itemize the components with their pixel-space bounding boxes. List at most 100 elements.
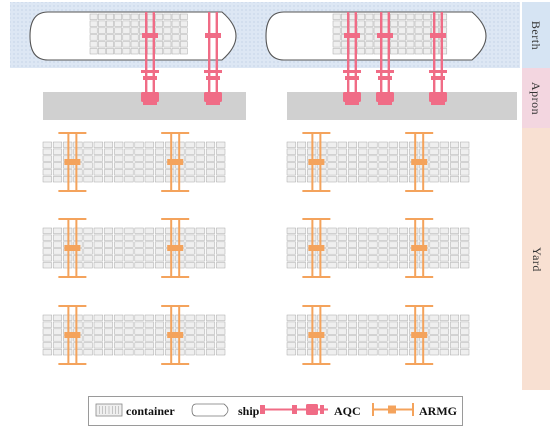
container-slot: [185, 234, 195, 241]
container-slot: [406, 13, 415, 20]
container-slot: [398, 148, 409, 155]
container-slot: [286, 241, 296, 248]
container-slot: [378, 176, 388, 183]
container-slot: [398, 20, 407, 27]
container-slot: [144, 328, 154, 335]
container-slot: [106, 27, 114, 34]
container-slot: [195, 162, 205, 169]
container-slot: [216, 335, 226, 342]
container-slot: [195, 241, 205, 248]
container-slot: [429, 262, 439, 269]
container-slot: [205, 155, 216, 162]
container-slot: [388, 314, 398, 321]
container-slot: [368, 349, 378, 356]
container-slot: [327, 176, 337, 183]
container-slot: [93, 241, 103, 248]
container-slot: [73, 227, 83, 234]
container-slot: [165, 262, 175, 269]
container-slot: [296, 169, 307, 176]
container-slot: [460, 349, 470, 356]
container-slot: [398, 335, 409, 342]
container-slot: [398, 34, 407, 41]
container-slot: [195, 262, 205, 269]
armg-top-rail: [58, 218, 87, 220]
container-slot: [124, 234, 134, 241]
container-slot: [106, 34, 114, 41]
container-slot: [398, 255, 409, 262]
container-slot: [449, 314, 460, 321]
container-slot: [378, 248, 388, 255]
armg-bottom-rail: [405, 363, 434, 365]
container-slot: [134, 227, 144, 234]
container-slot: [332, 48, 341, 55]
container-slot: [327, 335, 337, 342]
container-slot: [429, 342, 439, 349]
container-slot: [398, 314, 409, 321]
container-slot: [286, 148, 296, 155]
container-slot: [409, 176, 419, 183]
container-slot: [52, 328, 63, 335]
container-slot: [429, 227, 439, 234]
container-slot: [205, 342, 216, 349]
container-slot: [357, 20, 366, 27]
container-slot: [103, 241, 114, 248]
container-slot: [460, 169, 470, 176]
container-slot: [216, 248, 226, 255]
container-slot: [73, 234, 83, 241]
aqc-leg: [208, 12, 211, 104]
container-slot: [449, 227, 460, 234]
container-slot: [154, 255, 165, 262]
container-slot: [103, 141, 114, 148]
container-slot: [347, 148, 358, 155]
container-slot: [106, 13, 114, 20]
aqc-crossbeam: [204, 70, 222, 73]
container-slot: [134, 314, 144, 321]
container-slot: [114, 321, 124, 328]
container-slot: [327, 234, 337, 241]
container-slot: [286, 176, 296, 183]
container-slot: [368, 148, 378, 155]
container-slot: [154, 335, 165, 342]
container-slot: [134, 148, 144, 155]
container-slot: [42, 314, 52, 321]
container-slot: [114, 248, 124, 255]
container-slot: [165, 176, 175, 183]
container-slot: [390, 48, 398, 55]
container-slot: [42, 141, 52, 148]
container-slot: [337, 248, 347, 255]
container-slot: [388, 335, 398, 342]
container-slot: [114, 241, 124, 248]
container-slot: [52, 148, 63, 155]
container-slot: [337, 155, 347, 162]
aqc-right-1: [343, 12, 361, 105]
container-slot: [429, 335, 439, 342]
container-slot: [449, 169, 460, 176]
container-slot: [89, 27, 98, 34]
container-slot: [296, 255, 307, 262]
container-slot: [347, 241, 358, 248]
container-slot: [154, 148, 165, 155]
container-slot: [347, 262, 358, 269]
container-slot: [163, 34, 172, 41]
container-slot: [357, 13, 366, 20]
container-slot: [103, 342, 114, 349]
armg-block-2-1-b: [161, 218, 190, 278]
container-slot: [378, 169, 388, 176]
container-slot: [378, 342, 388, 349]
aqc-trolley: [142, 33, 158, 38]
container-slot: [144, 335, 154, 342]
container-slot: [93, 169, 103, 176]
container-slot: [42, 176, 52, 183]
container-slot: [154, 234, 165, 241]
container-slot: [332, 41, 341, 48]
armg-trolley: [308, 332, 325, 338]
container-slot: [409, 234, 419, 241]
container-slot: [347, 176, 358, 183]
container-slot: [134, 349, 144, 356]
container-slot: [347, 314, 358, 321]
aqc-left-1: [141, 12, 159, 105]
container-slot: [144, 176, 154, 183]
container-slot: [429, 241, 439, 248]
armg-trolley: [411, 332, 428, 338]
apron-band-right: [287, 92, 517, 120]
